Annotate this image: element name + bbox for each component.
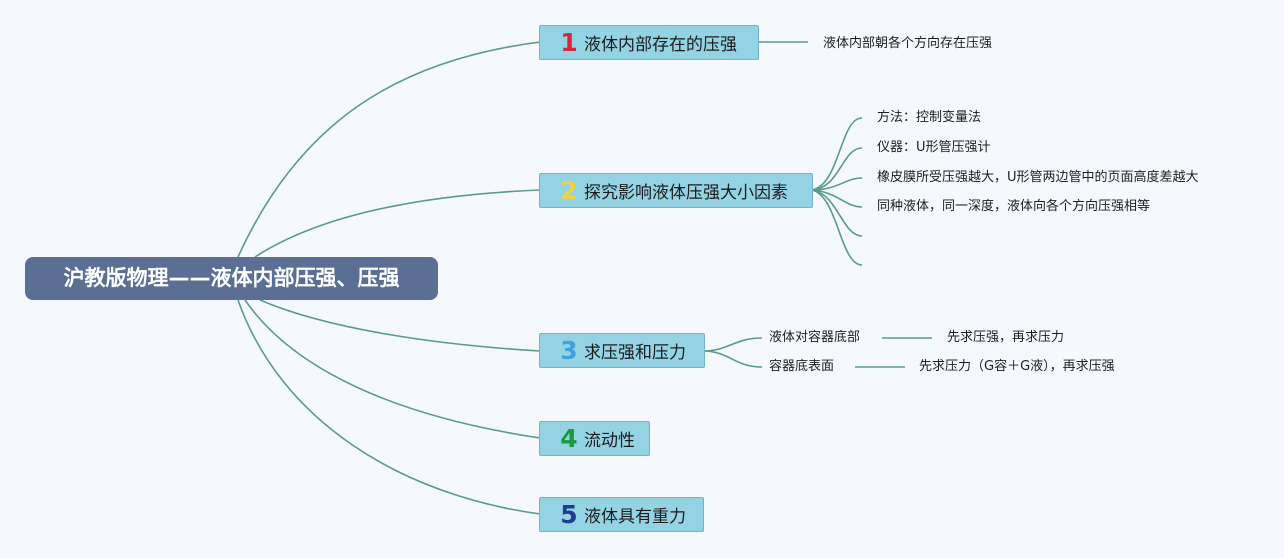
number-4-icon: 4: [560, 424, 578, 453]
branch-5[interactable]: 5 液体具有重力: [539, 497, 704, 532]
link-root-branch-4: [244, 299, 541, 439]
link-root-branch-3: [259, 299, 541, 352]
branch-3-leaf-1[interactable]: 液体对容器底部: [769, 330, 861, 345]
link-branch2-leaf-5: [811, 189, 863, 237]
branch-label: 求压强和压力: [584, 343, 686, 363]
branch-3-leaf-2-detail[interactable]: 先求压力（G容＋G液），再求压强: [919, 359, 1115, 374]
number-3-icon: 3: [560, 336, 578, 365]
link-branch2-leaf-2: [811, 147, 863, 191]
link-branch2-leaf-3: [811, 177, 863, 191]
link-root-branch-2: [254, 189, 541, 258]
link-branch2-leaf-1: [811, 117, 863, 191]
number-5-icon: 5: [560, 500, 578, 529]
branch-label: 流动性: [584, 431, 635, 451]
link-root-branch-5: [237, 299, 541, 515]
link-branch3-leaf-1: [704, 337, 763, 352]
branch-label: 液体具有重力: [584, 507, 686, 527]
branch-2-leaf-3[interactable]: 橡皮膜所受压强越大，U形管两边管中的页面高度差越大: [877, 170, 1199, 185]
branch-3[interactable]: 3 求压强和压力: [539, 333, 705, 368]
branch-label: 液体内部存在的压强: [584, 35, 737, 55]
number-2-icon: 2: [560, 176, 578, 205]
link-branch3-leaf-2: [704, 350, 763, 368]
branch-1-leaf[interactable]: 液体内部朝各个方向存在压强: [823, 36, 993, 51]
number-1-icon: 1: [560, 28, 578, 57]
branch-label: 探究影响液体压强大小因素: [584, 183, 788, 203]
branch-2-leaf-2[interactable]: 仪器：U形管压强计: [877, 140, 991, 155]
branch-1[interactable]: 1 液体内部存在的压强: [539, 25, 759, 60]
branch-2-leaf-4[interactable]: 同种液体，同一深度，液体向各个方向压强相等: [877, 199, 1151, 214]
branch-4[interactable]: 4 流动性: [539, 421, 650, 456]
link-root-branch-1: [237, 41, 541, 258]
branch-2[interactable]: 2 探究影响液体压强大小因素: [539, 173, 813, 208]
root-title: 沪教版物理——液体内部压强、压强: [63, 266, 400, 290]
branch-3-leaf-2[interactable]: 容器底表面: [769, 359, 835, 374]
branch-3-leaf-1-detail[interactable]: 先求压强，再求压力: [947, 330, 1065, 345]
link-branch2-leaf-6: [811, 189, 863, 266]
root-topic[interactable]: 沪教版物理——液体内部压强、压强: [25, 257, 438, 300]
branch-2-leaf-1[interactable]: 方法：控制变量法: [877, 110, 982, 125]
